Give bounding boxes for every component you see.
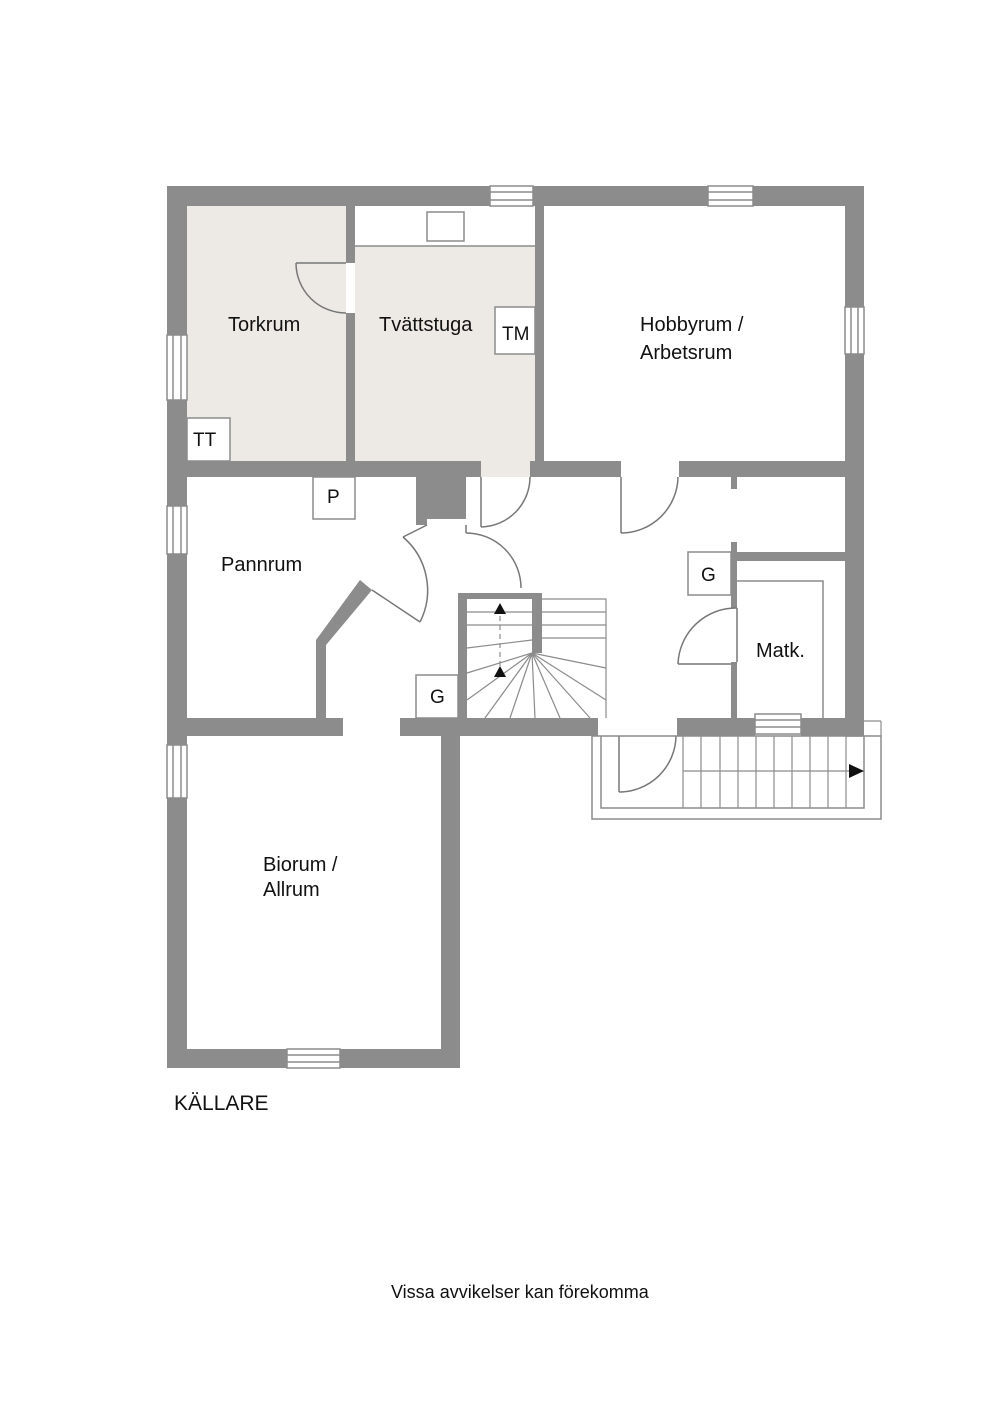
exterior-stair xyxy=(591,720,882,820)
room-label-torkrum: Torkrum xyxy=(228,314,300,336)
window-right-hobbyrum xyxy=(844,306,865,355)
floor-label: KÄLLARE xyxy=(174,1092,269,1115)
windows xyxy=(166,185,865,1069)
window-left-biorum xyxy=(166,744,188,799)
fixture-label-g-stair: G xyxy=(430,687,445,708)
room-label-tvattstuga: Tvättstuga xyxy=(379,314,473,336)
g-hall-box xyxy=(687,551,732,596)
p-box xyxy=(312,476,356,520)
room-label-biorum-line2: Allrum xyxy=(263,879,320,901)
tvattstuga-floor-step xyxy=(481,461,535,477)
room-label-biorum-line1: Biorum / xyxy=(263,854,338,876)
fixture-label-tt: TT xyxy=(193,430,217,451)
window-matk xyxy=(754,713,802,735)
room-label-hobbyrum-line2: Arbetsrum xyxy=(640,342,732,364)
tm-box xyxy=(494,306,536,355)
g-stair-box xyxy=(415,674,459,719)
window-top-left xyxy=(489,185,534,207)
disclaimer-text: Vissa avvikelser kan förekomma xyxy=(391,1282,650,1302)
room-label-hobbyrum-line1: Hobbyrum / xyxy=(640,314,744,336)
tt-box xyxy=(186,417,231,462)
room-label-pannrum: Pannrum xyxy=(221,554,302,576)
tvattstuga-niche-box xyxy=(426,211,465,242)
window-left-pannrum xyxy=(166,505,188,555)
window-top-right xyxy=(707,185,754,207)
window-bottom-biorum xyxy=(286,1048,341,1069)
interior-walls xyxy=(187,206,864,736)
internal-stair xyxy=(466,598,607,719)
window-left-torkrum xyxy=(166,334,188,401)
doors xyxy=(295,262,738,793)
fixture-label-p: P xyxy=(327,487,340,508)
fixture-label-tm: TM xyxy=(502,324,529,345)
pannrum-angled-wall xyxy=(316,580,372,718)
fixture-label-g-hall: G xyxy=(701,565,716,586)
room-label-matk: Matk. xyxy=(756,640,805,662)
